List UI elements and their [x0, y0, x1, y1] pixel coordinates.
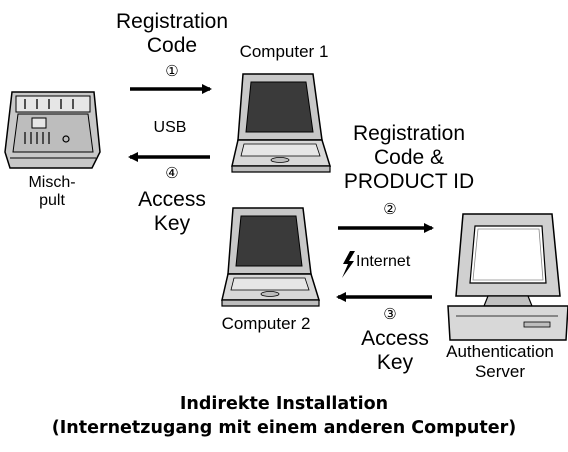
- step4-label: ④: [165, 165, 179, 182]
- label-registration-product: Registration Code & PRODUCT ID: [343, 122, 475, 194]
- step3-label: ③: [383, 306, 397, 323]
- label-mixer: Misch- pult: [28, 174, 76, 210]
- label-server: Authentication Server: [446, 342, 554, 381]
- laptop-icon-computer1: [231, 73, 332, 173]
- label-usb: USB: [153, 119, 187, 136]
- label-computer2: Computer 2: [221, 314, 311, 333]
- caption-line1: Indirekte Installation: [179, 394, 389, 414]
- label-access-key-right: Access Key: [361, 327, 429, 375]
- step2-label: ②: [383, 201, 397, 218]
- server-computer-icon: [447, 213, 568, 341]
- label-registration-code-top: Registration Code: [115, 10, 229, 58]
- mixer-icon: [4, 91, 101, 169]
- label-internet: Internet: [356, 253, 411, 270]
- label-computer1: Computer 1: [239, 42, 329, 61]
- laptop-icon-computer2: [221, 207, 321, 307]
- caption-line2: (Internetzugang mit einem anderen Comput…: [51, 418, 517, 438]
- label-access-key-left: Access Key: [138, 188, 206, 236]
- step1-label: ①: [165, 63, 179, 80]
- lightning-icon: [342, 251, 355, 278]
